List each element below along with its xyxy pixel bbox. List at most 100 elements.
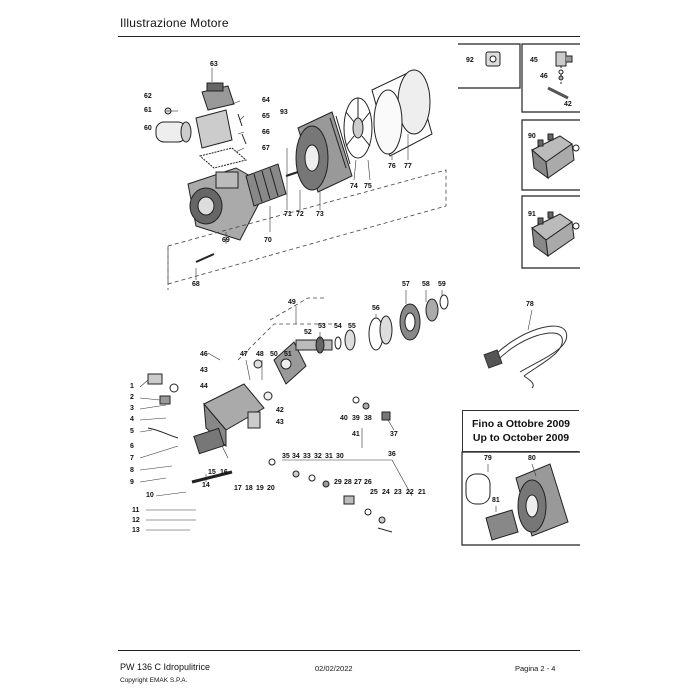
callout-92: 92 [466,57,474,64]
pump-body [147,359,273,484]
callout-71: 71 [284,211,292,218]
callout-69: 69 [222,237,230,244]
capacitor-and-terminal-box [155,82,248,169]
callout-93: 93 [280,109,288,116]
callout-5: 5 [130,428,134,435]
kit-92-part [485,51,501,67]
callout-34: 34 [292,453,300,460]
callout-72: 72 [296,211,304,218]
power-cable [483,325,568,389]
stator [295,111,353,193]
callout-49: 49 [288,299,296,306]
callout-81: 81 [492,497,500,504]
callout-66: 66 [262,129,270,136]
callout-70: 70 [264,237,272,244]
callout-33: 33 [303,453,311,460]
callout-61: 61 [144,107,152,114]
callout-78: 78 [526,301,534,308]
copyright: Copyright EMAK S.P.A. [120,677,188,684]
fan-cover [371,69,433,157]
callout-42a: 42 [276,407,284,414]
callout-63: 63 [210,61,218,68]
callout-60: 60 [144,125,152,132]
callout-80: 80 [528,455,536,462]
callout-45: 45 [530,57,538,64]
callout-22: 22 [406,489,414,496]
rotor [245,163,299,207]
callout-90: 90 [528,133,536,140]
callout-64: 64 [262,97,270,104]
callout-17: 17 [234,485,242,492]
callout-77: 77 [404,163,412,170]
callout-74: 74 [350,183,358,190]
page-title: Illustrazione Motore [120,16,229,30]
callout-51: 51 [284,351,292,358]
kit-90-pump-head [531,133,580,180]
callout-24: 24 [382,489,390,496]
callout-15: 15 [208,469,216,476]
callout-36: 36 [388,451,396,458]
callout-26: 26 [364,479,372,486]
callout-47: 47 [240,351,248,358]
callout-9: 9 [130,479,134,486]
assembly-frames [167,169,447,361]
motor-flange [187,167,269,263]
callout-37: 37 [390,431,398,438]
callout-31: 31 [325,453,333,460]
callout-16: 16 [220,469,228,476]
callout-65: 65 [262,113,270,120]
callout-28: 28 [344,479,352,486]
callout-8: 8 [130,467,134,474]
callout-62: 62 [144,93,152,100]
callout-3: 3 [130,405,134,412]
callout-labels: 63 62 61 60 64 65 66 67 93 69 70 68 71 7… [130,57,572,534]
callout-59: 59 [438,281,446,288]
callout-19: 19 [256,485,264,492]
callout-75: 75 [364,183,372,190]
bearing-seals [368,294,449,351]
motor-pre-2009 [465,463,569,541]
callout-52: 52 [304,329,312,336]
callout-46a: 46 [200,351,208,358]
kit-45-valve [547,51,573,100]
callout-43b: 43 [276,419,284,426]
valve-parts [268,396,393,533]
callout-73: 73 [316,211,324,218]
callout-54: 54 [334,323,342,330]
callout-13: 13 [132,527,140,534]
callout-12: 12 [132,517,140,524]
callout-25: 25 [370,489,378,496]
callout-91: 91 [528,211,536,218]
callout-56: 56 [372,305,380,312]
callout-30: 30 [336,453,344,460]
leader-lines [139,68,537,531]
callout-67: 67 [262,145,270,152]
callout-40: 40 [340,415,348,422]
callout-20: 20 [267,485,275,492]
callout-43a: 43 [200,367,208,374]
callout-44: 44 [200,383,208,390]
callout-29: 29 [334,479,342,486]
callout-6: 6 [130,443,134,450]
footer-rule [118,650,580,651]
callout-23: 23 [394,489,402,496]
notice-english: Up to October 2009 [472,432,570,444]
callout-46b: 46 [540,73,548,80]
callout-41: 41 [352,431,360,438]
callout-14: 14 [202,482,210,489]
cooling-fan [343,97,373,159]
callout-7: 7 [130,455,134,462]
callout-38: 38 [364,415,372,422]
header-rule [118,36,580,37]
page-number: Pagina 2 - 4 [515,664,556,673]
version-notice: Fino a Ottobre 2009 Up to October 2009 [462,410,579,452]
callout-35: 35 [282,453,290,460]
callout-2: 2 [130,394,134,401]
callout-48: 48 [256,351,264,358]
callout-18: 18 [245,485,253,492]
callout-1: 1 [130,383,134,390]
callout-55: 55 [348,323,356,330]
callout-76: 76 [388,163,396,170]
callout-50: 50 [270,351,278,358]
